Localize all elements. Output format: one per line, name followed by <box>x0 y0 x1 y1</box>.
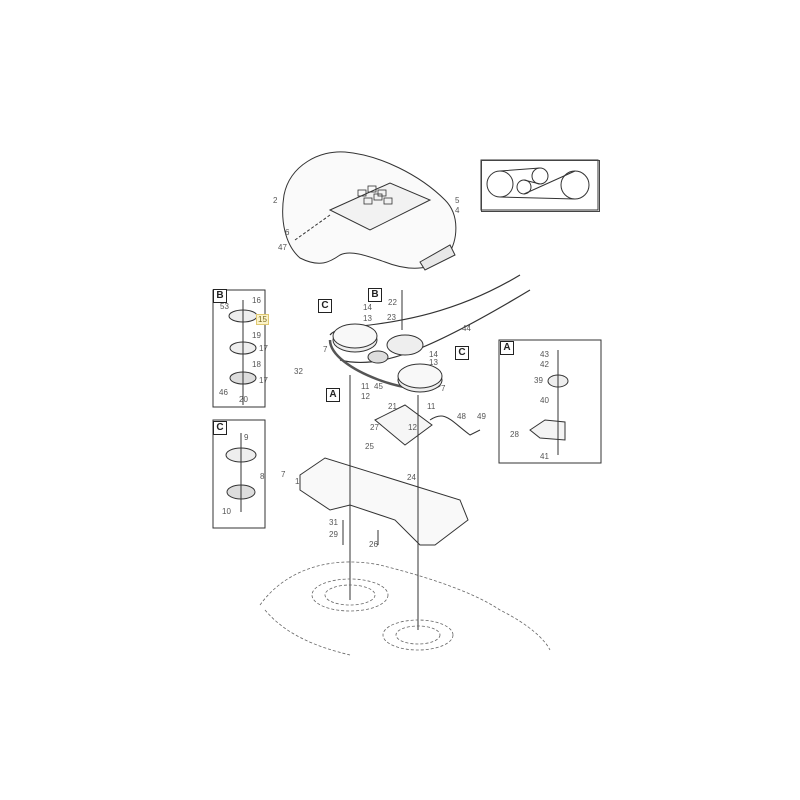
callout-18: 18 <box>252 360 261 369</box>
callout-47: 47 <box>278 243 287 252</box>
callout-41: 41 <box>540 452 549 461</box>
callout-22: 22 <box>388 298 397 307</box>
callout-32: 32 <box>294 367 303 376</box>
callout-42: 42 <box>540 360 549 369</box>
callout-17a: 17 <box>259 344 268 353</box>
callout-4: 4 <box>455 206 460 215</box>
callout-7-right: 7 <box>441 384 446 393</box>
callout-13a: 13 <box>363 314 372 323</box>
callout-14a: 14 <box>363 303 372 312</box>
belt-routing-inset <box>481 160 600 212</box>
callout-28: 28 <box>510 430 519 439</box>
callout-6: 6 <box>285 228 290 237</box>
callout-7-inset: 7 <box>281 470 286 479</box>
callout-11a: 11 <box>361 382 370 391</box>
callout-44: 44 <box>462 324 471 333</box>
tag-a: A <box>326 388 340 402</box>
callout-26: 26 <box>369 540 378 549</box>
callout-15-highlighted: 15 <box>256 314 269 325</box>
callout-1: 1 <box>295 477 300 486</box>
callout-39: 39 <box>534 376 543 385</box>
callout-27: 27 <box>370 423 379 432</box>
callout-23: 23 <box>387 313 396 322</box>
callout-45: 45 <box>374 382 383 391</box>
inset-tag-b: B <box>213 289 227 303</box>
tag-b: B <box>368 288 382 302</box>
inset-tag-a: A <box>500 341 514 355</box>
callout-11b: 11 <box>427 402 436 411</box>
callout-13b: 13 <box>429 358 438 367</box>
callout-8: 8 <box>260 472 265 481</box>
callout-12b: 12 <box>408 423 417 432</box>
callout-31: 31 <box>329 518 338 527</box>
callout-9: 9 <box>244 433 249 442</box>
callout-19: 19 <box>252 331 261 340</box>
callout-10: 10 <box>222 507 231 516</box>
callout-5: 5 <box>455 196 460 205</box>
callout-25: 25 <box>365 442 374 451</box>
callout-48: 48 <box>457 412 466 421</box>
callout-49: 49 <box>477 412 486 421</box>
callout-2: 2 <box>273 196 278 205</box>
callout-53: 53 <box>220 302 229 311</box>
callout-21: 21 <box>388 402 397 411</box>
callout-20: 20 <box>239 395 248 404</box>
callout-12a: 12 <box>361 392 370 401</box>
callout-16: 16 <box>252 296 261 305</box>
callout-14b: 14 <box>429 350 438 359</box>
callout-46: 46 <box>219 388 228 397</box>
inset-tag-c: C <box>213 421 227 435</box>
callout-29: 29 <box>329 530 338 539</box>
callout-17b: 17 <box>259 376 268 385</box>
mounting-plate <box>299 457 469 546</box>
callout-40: 40 <box>540 396 549 405</box>
tag-c-left: C <box>318 299 332 313</box>
callout-7-left: 7 <box>323 345 328 354</box>
callout-43: 43 <box>540 350 549 359</box>
tag-c-right: C <box>455 346 469 360</box>
callout-24: 24 <box>407 473 416 482</box>
